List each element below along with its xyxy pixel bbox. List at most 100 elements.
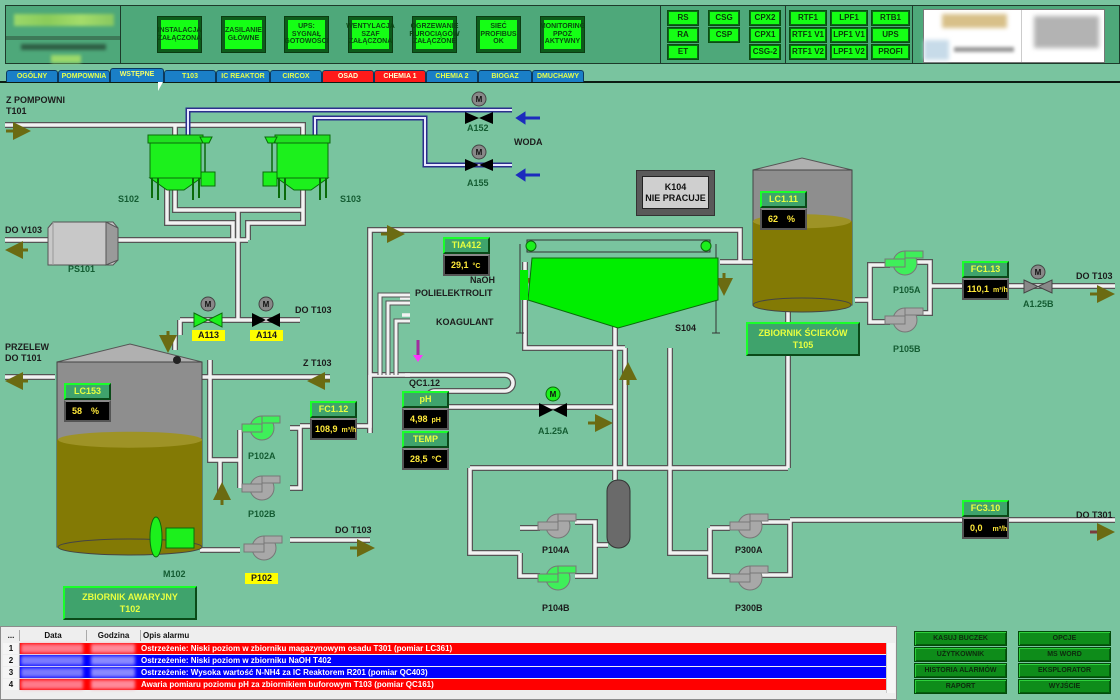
temp-unit: °C xyxy=(431,454,442,464)
label-koagulant: KOAGULANT xyxy=(436,317,494,327)
label-s102: S102 xyxy=(118,194,139,204)
tab-dmuchawy[interactable]: DMUCHAWY xyxy=(532,70,584,82)
valve-a155[interactable]: M xyxy=(465,144,493,171)
tank-t102-nameplate[interactable]: ZBIORNIK AWARYJNY T102 xyxy=(63,586,197,620)
alarm-history-button[interactable]: HISTORIA ALARMÓW xyxy=(914,663,1007,678)
station-cpx1[interactable]: CPX1 xyxy=(749,27,781,43)
valve-a125b[interactable]: M xyxy=(1023,264,1053,294)
status-ups[interactable]: UPS: SYGNAŁ GOTOWOŚCI xyxy=(284,16,329,53)
station-rtf1-v2[interactable]: RTF1 V2 xyxy=(789,44,827,60)
silo-s102[interactable] xyxy=(147,134,216,200)
tia412-unit: °C xyxy=(472,263,481,270)
tank-t102[interactable] xyxy=(56,343,203,558)
fc112-value: 108,9 xyxy=(315,424,338,434)
k104-status-box[interactable]: K104 NIE PRACUJE xyxy=(636,170,715,216)
explorer-button[interactable]: EKSPLORATOR xyxy=(1018,663,1111,678)
exit-button[interactable]: WYJŚCIE xyxy=(1018,679,1111,694)
status-profibus[interactable]: SIEĆ PROFIBUS OK xyxy=(476,16,521,53)
alarm-col-description[interactable]: Opis alarmu xyxy=(143,631,190,640)
tab-wstepne[interactable]: WSTĘPNE xyxy=(110,68,164,82)
pump-p104a[interactable] xyxy=(537,513,577,539)
station-lpf1-v2[interactable]: LPF1 V2 xyxy=(830,44,868,60)
logo-panel xyxy=(5,5,122,64)
valve-a114[interactable]: M xyxy=(252,296,280,327)
station-lpf1[interactable]: LPF1 xyxy=(830,10,868,26)
status-pipe-heating[interactable]: OGRZEWANIE RUROCIĄGÓW ZAŁĄCZONE xyxy=(409,16,460,53)
pump-p102b[interactable] xyxy=(241,475,281,501)
pump-p300a[interactable] xyxy=(729,513,769,539)
station-ups[interactable]: UPS xyxy=(871,27,910,43)
station-et[interactable]: ET xyxy=(667,44,699,60)
settler-s104[interactable] xyxy=(516,239,720,334)
silo-s103[interactable] xyxy=(262,134,331,200)
temp-value: 28,5 xyxy=(410,454,428,464)
station-cpx2[interactable]: CPX2 xyxy=(749,10,781,26)
instrument-tia412[interactable]: TIA412 29,1°C xyxy=(443,237,490,276)
tank-t105-nameplate[interactable]: ZBIORNIK ŚCIEKÓW T105 xyxy=(746,322,860,356)
user-button[interactable]: UŻYTKOWNIK xyxy=(914,647,1007,662)
alarm-col-date[interactable]: Data xyxy=(20,630,87,641)
label-ps101: PS101 xyxy=(68,264,95,274)
tab-circox[interactable]: CIRCOX xyxy=(270,70,322,82)
alarm-col-time[interactable]: Godzina xyxy=(87,630,141,641)
status-fire-monitoring[interactable]: MONITORING PPOŻ AKTYWNY xyxy=(540,16,585,53)
station-lpf1-v1[interactable]: LPF1 V1 xyxy=(830,27,868,43)
ms-word-button[interactable]: MS WORD xyxy=(1018,647,1111,662)
valve-a113[interactable]: M xyxy=(193,296,223,328)
fc113-unit: m³/h xyxy=(993,287,1008,294)
station-ra[interactable]: RA xyxy=(667,27,699,43)
valve-a125a[interactable]: M xyxy=(539,386,567,417)
station-csg[interactable]: CSG xyxy=(708,10,740,26)
tab-t103[interactable]: T103 xyxy=(164,70,216,82)
pump-p300b[interactable] xyxy=(729,565,769,591)
station-rtf1-v1[interactable]: RTF1 V1 xyxy=(789,27,827,43)
status-installation[interactable]: INSTALACJA ZAŁĄCZONA xyxy=(157,16,202,53)
pump-p105b[interactable] xyxy=(884,307,924,333)
station-profi[interactable]: PROFI xyxy=(871,44,910,60)
tab-biogaz[interactable]: BIOGAZ xyxy=(478,70,532,82)
station-csg-2[interactable]: CSG-2 xyxy=(749,44,781,60)
station-rtf1[interactable]: RTF1 xyxy=(789,10,827,26)
pump-p102a[interactable] xyxy=(241,415,281,441)
status-main-power[interactable]: ZASILANIE GŁÓWNE xyxy=(221,16,266,53)
vessel-separator[interactable] xyxy=(606,479,631,549)
reset-buzzer-button[interactable]: KASUJ BUCZEK xyxy=(914,631,1007,646)
tab-chemia-1[interactable]: CHEMIA 1 xyxy=(374,70,426,82)
tab-osad[interactable]: OSAD xyxy=(322,70,374,82)
station-rs[interactable]: RS xyxy=(667,10,699,26)
pump-p104b[interactable] xyxy=(537,565,577,591)
tab-chemia-2[interactable]: CHEMIA 2 xyxy=(426,70,478,82)
report-button[interactable]: RAPORT xyxy=(914,679,1007,694)
pump-p105a[interactable] xyxy=(884,250,924,276)
instrument-temp[interactable]: TEMP 28,5°C xyxy=(402,431,449,470)
tab-pompownia[interactable]: POMPOWNIA xyxy=(58,70,110,82)
svg-text:M: M xyxy=(1035,268,1042,277)
tank-t105[interactable] xyxy=(752,157,853,313)
status-ventilation[interactable]: WENTYLACJA SZAF ZAŁĄCZONA xyxy=(346,16,395,53)
instrument-lc111-value: 62% xyxy=(760,208,807,230)
options-button[interactable]: OPCJE xyxy=(1018,631,1111,646)
mixer-m102[interactable] xyxy=(149,516,195,558)
alarm-scrollbar[interactable] xyxy=(886,643,895,693)
label-p300b: P300B xyxy=(735,603,763,613)
label-a155: A155 xyxy=(467,178,489,188)
instrument-lc153[interactable]: LC153 58% xyxy=(64,383,111,422)
valve-a152[interactable]: M xyxy=(465,91,493,124)
pump-p102[interactable] xyxy=(243,535,283,561)
station-csp[interactable]: CSP xyxy=(708,27,740,43)
screw-press-ps101[interactable] xyxy=(47,221,119,266)
header: INSTALACJA ZAŁĄCZONA ZASILANIE GŁÓWNE UP… xyxy=(0,0,1120,68)
alarm-col-index[interactable]: ... xyxy=(3,630,20,641)
tab-ogolny[interactable]: OGÓLNY xyxy=(6,70,58,82)
station-rtb1[interactable]: RTB1 xyxy=(871,10,910,26)
tab-ic-reaktor[interactable]: IC REAKTOR xyxy=(216,70,270,82)
instrument-lc111[interactable]: LC1.11 62% xyxy=(760,191,807,230)
